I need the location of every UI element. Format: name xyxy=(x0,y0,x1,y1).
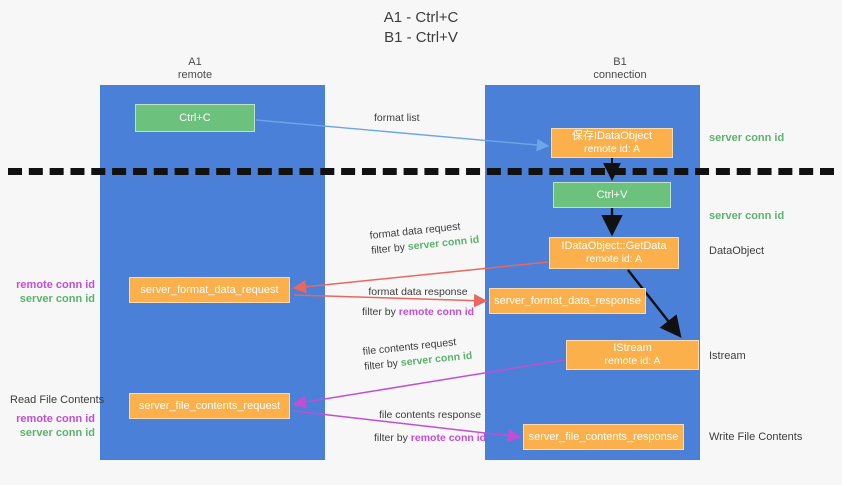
node-ctrl-c-label: Ctrl+C xyxy=(179,111,211,124)
node-server-file-contents-request[interactable]: server_file_contents_request xyxy=(129,393,290,419)
node-server-file-contents-request-label: server_file_contents_request xyxy=(138,399,281,412)
edge-label-format-data-response-filter: filter by remote conn id xyxy=(362,305,474,320)
filter-prefix: filter by xyxy=(362,306,399,318)
node-save-idataobject-sublabel: remote id: A xyxy=(583,143,641,155)
edge-label-format-data-response-title: format data response xyxy=(368,286,468,298)
lane-a1-name: A1 xyxy=(188,56,202,68)
edge-label-format-data-request: format data request filter by server con… xyxy=(369,218,480,259)
note-read-file-contents: Read File Contents xyxy=(10,394,105,406)
note-server-conn-id-mid: server conn id xyxy=(709,210,785,222)
filter-key-remote-conn-id: remote conn id xyxy=(398,306,475,318)
note-conn-ids-lower: remote conn id server conn id xyxy=(10,412,95,440)
phase-divider xyxy=(8,168,834,175)
filter-key-remote-conn-id: remote conn id xyxy=(410,432,487,444)
edge-label-file-contents-response: file contents response filter by remote … xyxy=(374,408,486,446)
edge-label-file-contents-request: file contents request filter by server c… xyxy=(362,334,473,375)
note-dataobject: DataObject xyxy=(709,245,765,257)
filter-prefix: filter by xyxy=(370,241,409,257)
note-server-conn-id-lower: server conn id xyxy=(19,427,95,439)
title-line-1: A1 - Ctrl+C xyxy=(383,9,459,26)
edge-label-format-list: format list xyxy=(374,112,420,124)
node-idataobject-getdata[interactable]: IDataObject::GetData remote id: A xyxy=(549,237,679,269)
title-line-2: B1 - Ctrl+V xyxy=(384,29,458,46)
lane-header-a1: A1 remote xyxy=(120,56,270,82)
node-ctrl-c[interactable]: Ctrl+C xyxy=(135,104,255,132)
note-write-file-contents: Write File Contents xyxy=(709,431,803,443)
lane-b1-name: B1 xyxy=(613,56,627,68)
note-remote-conn-id-lower: remote conn id xyxy=(16,413,95,425)
node-ctrl-v-label: Ctrl+V xyxy=(596,188,628,201)
node-ctrl-v[interactable]: Ctrl+V xyxy=(553,182,671,208)
lane-header-b1: B1 connection xyxy=(520,56,720,82)
node-istream-sublabel: remote id: A xyxy=(604,355,661,367)
node-save-idataobject[interactable]: 保存IDataObject remote id: A xyxy=(551,128,673,158)
edge-label-file-contents-response-filter: filter by remote conn id xyxy=(374,431,486,446)
node-server-file-contents-response-label: server_file_contents_response xyxy=(528,430,679,443)
page-title: A1 - Ctrl+C B1 - Ctrl+V xyxy=(0,8,842,48)
node-server-format-data-response[interactable]: server_format_data_response xyxy=(489,288,646,314)
note-conn-ids-upper: remote conn id server conn id xyxy=(10,278,95,306)
note-server-conn-id-top: server conn id xyxy=(709,132,785,144)
node-getdata-label: IDataObject::GetData xyxy=(561,240,667,252)
lane-a1-subtitle: remote xyxy=(177,69,213,81)
node-getdata-sublabel: remote id: A xyxy=(585,253,643,265)
filter-prefix: filter by xyxy=(363,357,402,373)
note-istream: Istream xyxy=(709,350,746,362)
lane-b1-subtitle: connection xyxy=(593,69,647,81)
node-server-format-data-response-label: server_format_data_response xyxy=(494,294,641,307)
filter-prefix: filter by xyxy=(374,432,411,444)
edge-label-format-data-response: format data response filter by remote co… xyxy=(362,285,474,320)
node-istream-label: IStream xyxy=(613,342,652,354)
note-remote-conn-id-upper: remote conn id xyxy=(16,279,95,291)
node-server-format-data-request[interactable]: server_format_data_request xyxy=(129,277,290,303)
node-server-file-contents-response[interactable]: server_file_contents_response xyxy=(523,424,684,450)
edge-label-file-contents-response-title: file contents response xyxy=(378,409,482,421)
node-server-format-data-request-label: server_format_data_request xyxy=(140,283,279,296)
node-save-idataobject-label: 保存IDataObject xyxy=(571,130,653,142)
note-server-conn-id-upper: server conn id xyxy=(19,293,95,305)
node-istream[interactable]: IStream remote id: A xyxy=(566,340,699,370)
